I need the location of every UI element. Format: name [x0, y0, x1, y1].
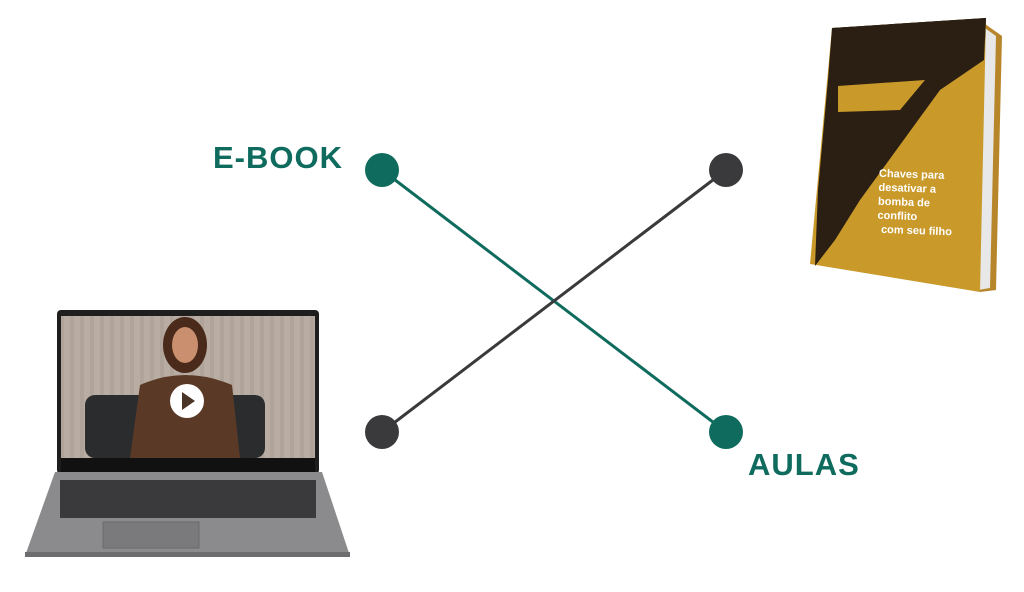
ebook-cover-image [810, 18, 1002, 292]
book-title-line: com seu filho [880, 223, 953, 239]
aulas-node [709, 415, 743, 449]
play-icon [182, 392, 195, 410]
book-node [709, 153, 743, 187]
aulas-label: AULAS [748, 447, 860, 482]
laptop-image [25, 310, 350, 557]
book-title: Chaves para desativar a bomba de conflit… [877, 167, 954, 240]
book-to-laptop-line [381, 168, 727, 434]
ebook-node [365, 153, 399, 187]
play-button[interactable] [170, 384, 204, 418]
ebook-label: E-BOOK [213, 140, 343, 175]
laptop-node [365, 415, 399, 449]
